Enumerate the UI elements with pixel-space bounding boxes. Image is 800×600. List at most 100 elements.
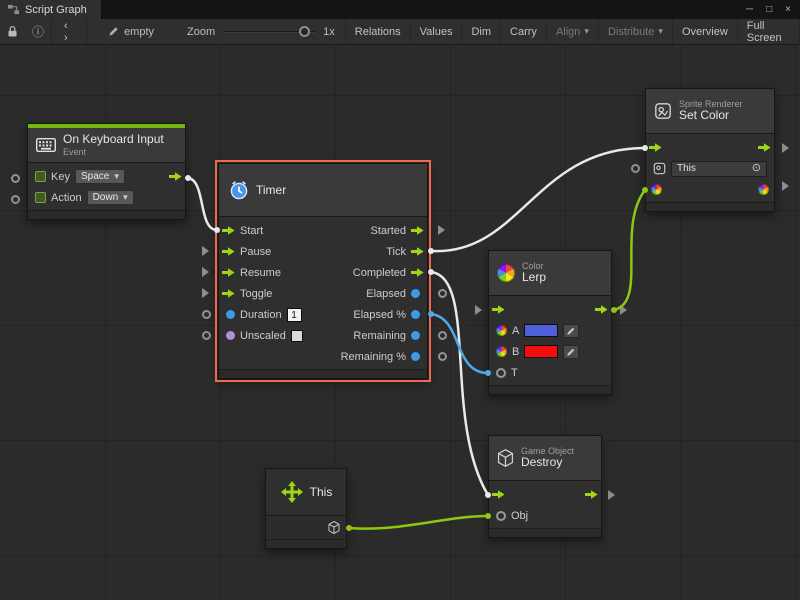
duration-value-field[interactable]: 1 [287, 308, 302, 322]
node-set-color[interactable]: Sprite Renderer Set Color This ⊙ [645, 88, 775, 212]
title-bar: Script Graph ─ □ × [0, 0, 800, 19]
port-indicator[interactable] [438, 331, 447, 340]
color-output-port[interactable] [758, 184, 769, 195]
port-indicator[interactable] [202, 331, 211, 340]
action-dropdown[interactable]: Down ▾ [87, 190, 134, 205]
node-destroy[interactable]: Game Object Destroy Obj [488, 435, 602, 538]
code-view-icon[interactable]: ‹ › [52, 19, 86, 44]
flow-input-port[interactable] [222, 268, 235, 277]
port-indicator[interactable] [202, 310, 211, 319]
flow-port-indicator[interactable] [782, 181, 789, 191]
info-icon[interactable]: ⓘ [25, 19, 51, 44]
flow-output-port[interactable] [411, 226, 424, 235]
tab-title: Script Graph [25, 4, 87, 16]
node-on-keyboard-input[interactable]: On Keyboard Input Event Key Space ▾ Acti… [27, 123, 186, 220]
distribute-dropdown[interactable]: Distribute ▾ [598, 19, 672, 44]
sprite-renderer-icon [654, 102, 672, 120]
sprite-renderer-port-icon[interactable] [653, 162, 666, 175]
node-footer [219, 369, 427, 378]
color-swatch-a[interactable] [524, 324, 558, 337]
value-input-port[interactable] [496, 511, 506, 521]
node-this[interactable]: This [265, 468, 347, 549]
flow-output-port[interactable] [411, 247, 424, 256]
flow-input-port[interactable] [492, 490, 505, 499]
flow-port-indicator[interactable] [438, 225, 445, 235]
target-object-field[interactable]: This ⊙ [671, 161, 767, 177]
port-indicator[interactable] [631, 164, 640, 173]
port-indicator[interactable] [11, 174, 20, 183]
flow-port-indicator[interactable] [202, 267, 209, 277]
flow-output-port[interactable] [758, 143, 771, 152]
close-icon[interactable]: × [785, 4, 791, 15]
node-footer [489, 528, 601, 537]
flow-port-indicator[interactable] [202, 288, 209, 298]
obj-port-label: Obj [511, 510, 528, 522]
chevron-down-icon: ▾ [658, 26, 663, 37]
flow-port-indicator[interactable] [782, 143, 789, 153]
eyedropper-button[interactable] [563, 324, 579, 338]
value-input-port[interactable] [496, 368, 506, 378]
flow-input-port[interactable] [492, 305, 505, 314]
color-input-port[interactable] [651, 184, 662, 195]
flow-input-port[interactable] [222, 247, 235, 256]
overview-button[interactable]: Overview [672, 19, 737, 44]
flow-output-port[interactable] [595, 305, 608, 314]
node-title: Destroy [521, 456, 574, 470]
align-dropdown[interactable]: Align ▾ [546, 19, 598, 44]
node-subtitle: Event [63, 147, 164, 157]
flow-port-indicator[interactable] [608, 490, 615, 500]
port-indicator[interactable] [438, 289, 447, 298]
zoom-slider-knob[interactable] [299, 26, 310, 37]
full-screen-button[interactable]: Full Screen [737, 19, 800, 44]
value-output-port[interactable] [411, 289, 420, 298]
value-input-port[interactable] [226, 331, 235, 340]
values-button[interactable]: Values [410, 19, 462, 44]
node-title: This [310, 485, 333, 499]
flow-input-port[interactable] [222, 289, 235, 298]
game-object-output-port[interactable] [328, 521, 340, 534]
zoom-slider[interactable] [223, 26, 315, 38]
node-title: On Keyboard Input [63, 133, 164, 147]
dim-button[interactable]: Dim [461, 19, 500, 44]
rename-graph-group[interactable]: empty [101, 19, 161, 44]
value-output-port[interactable] [411, 310, 420, 319]
tab-script-graph[interactable]: Script Graph [0, 0, 102, 19]
port-indicator[interactable] [438, 352, 447, 361]
minimize-icon[interactable]: ─ [746, 4, 753, 15]
keycode-type-icon [35, 171, 46, 182]
value-input-port[interactable] [226, 310, 235, 319]
flow-output-port[interactable] [411, 268, 424, 277]
node-footer [28, 210, 185, 219]
value-output-port[interactable] [411, 352, 420, 361]
unscaled-checkbox[interactable] [291, 330, 303, 342]
key-dropdown[interactable]: Space ▾ [75, 169, 125, 184]
self-move-icon [280, 480, 304, 504]
maximize-icon[interactable]: □ [766, 4, 772, 15]
flow-port-indicator[interactable] [202, 246, 209, 256]
color-swatch-b[interactable] [524, 345, 558, 358]
carry-button[interactable]: Carry [500, 19, 546, 44]
flow-output-port[interactable] [585, 490, 598, 499]
pencil-icon [108, 26, 119, 37]
node-footer [266, 539, 346, 548]
node-timer[interactable]: Timer Start Started Pause Tick [218, 163, 428, 379]
object-picker-icon[interactable]: ⊙ [752, 163, 761, 174]
lock-icon[interactable] [0, 19, 25, 44]
port-indicator[interactable] [11, 195, 20, 204]
flow-port-indicator[interactable] [475, 305, 482, 315]
relations-button[interactable]: Relations [345, 19, 410, 44]
color-input-port[interactable] [496, 325, 507, 336]
value-output-port[interactable] [411, 331, 420, 340]
flow-port-indicator[interactable] [620, 305, 627, 315]
eyedropper-button[interactable] [563, 345, 579, 359]
color-input-port[interactable] [496, 346, 507, 357]
flow-input-port[interactable] [222, 226, 235, 235]
chevron-down-icon: ▾ [123, 192, 128, 203]
window-controls: ─ □ × [746, 0, 800, 19]
node-color-lerp[interactable]: Color Lerp A B [488, 250, 612, 395]
node-title: Lerp [522, 271, 546, 285]
toolbar-separator [86, 19, 87, 44]
flow-input-port[interactable] [649, 143, 662, 152]
eyedropper-icon [566, 347, 576, 357]
flow-output-port[interactable] [169, 172, 182, 181]
